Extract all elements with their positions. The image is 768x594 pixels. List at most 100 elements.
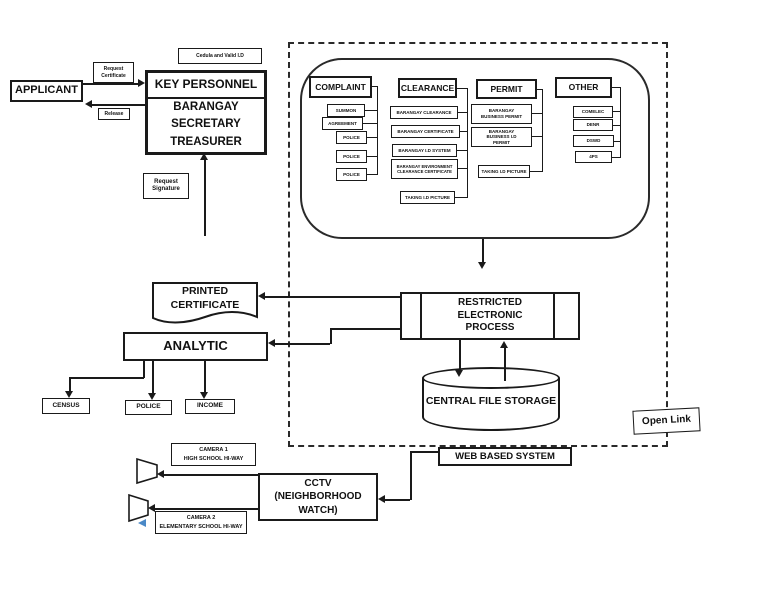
other-item-4ps: 4PS bbox=[575, 151, 612, 163]
process-right-bar bbox=[553, 294, 555, 338]
printed-certificate-document-shape bbox=[152, 282, 258, 324]
connector-line bbox=[330, 328, 332, 344]
central-file-storage-cylinder bbox=[422, 367, 560, 431]
cedula-valid-id-label: Cedula and Valid I.D bbox=[196, 52, 244, 59]
cedula-valid-id-note: Cedula and Valid I.D bbox=[178, 48, 262, 64]
connector-line bbox=[530, 171, 542, 172]
permit-item-business-permit: BARANGAY BUSINESS PERMIT bbox=[471, 104, 532, 124]
connector-line bbox=[614, 141, 620, 142]
camera2-note: CAMERA 2 ELEMENTARY SCHOOL HI-WAY bbox=[155, 511, 247, 534]
other-item-comelec: COMELEC bbox=[573, 106, 613, 118]
connector-line bbox=[467, 88, 468, 198]
web-based-system-box: WEB BASED SYSTEM bbox=[438, 447, 572, 466]
arrowhead-up bbox=[500, 341, 508, 348]
connector-line bbox=[264, 296, 400, 298]
connector-line bbox=[367, 137, 377, 138]
request-signature-label: Request Signature bbox=[152, 178, 180, 193]
camera2-line1: CAMERA 2 bbox=[186, 514, 216, 521]
connector-line bbox=[69, 377, 71, 392]
connector-line bbox=[620, 87, 621, 158]
key-personnel-box: KEY PERSONNEL BARANGAY SECRETARY TREASUR… bbox=[145, 70, 267, 155]
arrowhead-down bbox=[200, 392, 208, 399]
connector-line bbox=[204, 160, 206, 236]
complaint-item-police-2: POLICE bbox=[336, 150, 367, 163]
camera1-line1: CAMERA 1 bbox=[199, 446, 228, 453]
connector-line bbox=[457, 150, 467, 151]
group-other-header: OTHER bbox=[555, 77, 612, 98]
request-certificate-note: Request Certificate bbox=[93, 62, 134, 83]
applicant-label: APPLICANT bbox=[15, 84, 78, 97]
connector-line bbox=[367, 156, 377, 157]
key-personnel-title: KEY PERSONNEL bbox=[148, 73, 264, 99]
request-signature-note: Request Signature bbox=[143, 173, 189, 199]
connector-line bbox=[143, 361, 145, 378]
connector-line bbox=[613, 125, 620, 126]
arrowhead-left bbox=[258, 292, 265, 300]
connector-line bbox=[363, 123, 377, 124]
connector-line bbox=[537, 89, 542, 90]
connector-line bbox=[532, 113, 542, 114]
arrowhead-down bbox=[478, 262, 486, 269]
group-complaint-header: COMPLAINT bbox=[309, 76, 372, 98]
arrowhead-left bbox=[85, 100, 92, 108]
connector-line bbox=[204, 361, 206, 393]
group-permit-header: PERMIT bbox=[476, 79, 537, 99]
camera2-line2: ELEMENTARY SCHOOL HI-WAY bbox=[159, 523, 243, 530]
connector-line bbox=[69, 377, 144, 379]
connector-line bbox=[377, 86, 378, 175]
release-label: Release bbox=[104, 110, 124, 117]
arrowhead-left bbox=[148, 504, 155, 512]
connector-line bbox=[504, 348, 506, 381]
arrowhead-down bbox=[455, 370, 463, 377]
restricted-electronic-process-box: RESTRICTED ELECTRONIC PROCESS bbox=[400, 292, 580, 340]
clearance-item-taking-id-picture: TAKING I.D PICTURE bbox=[400, 191, 455, 204]
connector-line bbox=[482, 239, 484, 263]
connector-line bbox=[274, 343, 330, 345]
central-file-storage-label: CENTRAL FILE STORAGE bbox=[425, 395, 557, 408]
connector-line bbox=[152, 361, 154, 394]
clearance-item-barangay-id-system: BARANGAY I.D SYSTEM bbox=[392, 144, 457, 157]
connector-line bbox=[365, 110, 377, 111]
connector-line bbox=[154, 508, 258, 510]
other-item-denr: DENR bbox=[573, 119, 613, 131]
analytic-box: ANALYTIC bbox=[123, 332, 268, 361]
connector-line bbox=[367, 174, 377, 175]
camera1-line2: HIGH SCHOOL HI-WAY bbox=[183, 455, 244, 462]
arrowhead-down bbox=[148, 393, 156, 400]
arrowhead-left bbox=[157, 470, 164, 478]
connector-line bbox=[410, 451, 412, 500]
printed-certificate-label: PRINTED CERTIFICATE bbox=[170, 285, 240, 311]
key-personnel-roles: BARANGAY SECRETARY TREASURER bbox=[170, 100, 242, 149]
group-clearance-header: CLEARANCE bbox=[398, 78, 457, 98]
permit-item-taking-id-picture: TAKING I.D PICTURE bbox=[478, 165, 530, 178]
camera2-icon bbox=[128, 494, 149, 523]
arrowhead-left bbox=[378, 495, 385, 503]
connector-line bbox=[372, 86, 377, 87]
arrowhead-up bbox=[200, 153, 208, 160]
connector-line bbox=[459, 340, 461, 372]
income-box: INCOME bbox=[185, 399, 235, 414]
connector-line bbox=[384, 499, 410, 501]
complaint-item-agreement: AGREEMENT bbox=[322, 117, 363, 130]
connector-line bbox=[458, 112, 467, 113]
system-boundary-dashed-frame bbox=[288, 42, 668, 447]
process-left-bar bbox=[420, 294, 422, 338]
other-item-dswd: DSWD bbox=[573, 135, 614, 147]
census-box: CENSUS bbox=[42, 398, 90, 414]
complaint-item-police-1: POLICE bbox=[336, 131, 367, 144]
permit-item-business-id-permit: BARANGAY BUSINESS I.D PERMIT bbox=[471, 127, 532, 147]
connector-line bbox=[612, 157, 620, 158]
connector-line bbox=[410, 451, 438, 453]
connector-line bbox=[91, 104, 145, 106]
release-note: Release bbox=[98, 108, 130, 120]
applicant-box: APPLICANT bbox=[10, 80, 83, 102]
connector-line bbox=[163, 474, 258, 476]
cctv-box: CCTV (NEIGHBORHOOD WATCH) bbox=[258, 473, 378, 521]
camera1-icon bbox=[136, 458, 158, 485]
connector-line bbox=[457, 88, 467, 89]
open-link-card: Open Link bbox=[632, 407, 701, 435]
police-box: POLICE bbox=[125, 400, 172, 415]
camera1-note: CAMERA 1 HIGH SCHOOL HI-WAY bbox=[171, 443, 256, 466]
connector-line bbox=[532, 136, 542, 137]
